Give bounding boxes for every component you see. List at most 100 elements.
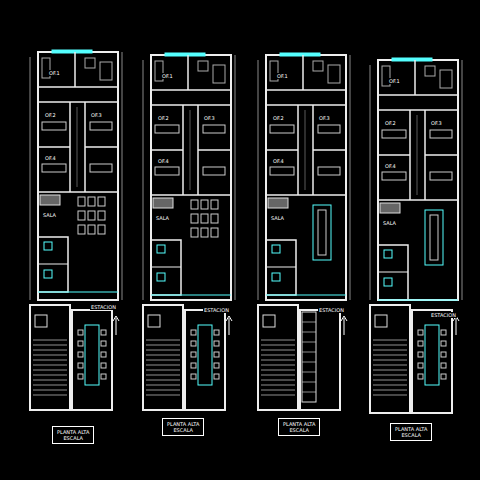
plan-stroke	[146, 355, 180, 356]
plan-stroke	[261, 350, 295, 351]
plan-stroke	[198, 325, 212, 385]
plan-stroke	[151, 240, 181, 295]
plan-stroke	[384, 250, 392, 258]
plan-stroke	[42, 164, 66, 172]
plan-stroke	[370, 305, 410, 413]
plan-stroke	[146, 360, 180, 361]
plan-stroke	[373, 375, 407, 376]
plan-stroke	[341, 316, 347, 321]
plan-stroke	[74, 52, 76, 87]
plan-stroke	[191, 341, 196, 346]
plan-stroke	[382, 130, 406, 138]
plan-stroke	[235, 55, 236, 300]
plan-stroke	[430, 172, 452, 180]
plan-stroke	[380, 203, 400, 213]
plan-stroke	[146, 340, 180, 341]
plan-stroke	[266, 267, 296, 268]
room-label: OF.4	[384, 163, 397, 169]
room-label: OF.3	[318, 115, 331, 121]
plan-stroke	[318, 210, 326, 255]
plan-stroke	[229, 318, 230, 335]
plan-stroke	[425, 210, 443, 265]
plan-stroke	[261, 340, 295, 341]
plan-stroke	[211, 228, 218, 237]
plan-stroke	[378, 245, 408, 300]
plan-stroke	[101, 330, 106, 335]
plan-stroke	[88, 225, 95, 234]
plan-stroke	[268, 198, 288, 208]
room-label: SALA	[382, 220, 397, 226]
plan-stroke	[214, 341, 219, 346]
plan-stroke	[425, 325, 439, 385]
plan-stroke	[146, 385, 180, 386]
plan-stroke	[84, 102, 86, 192]
plan-stroke	[146, 395, 180, 396]
plan-caption: PLANTA ALTAESCALA	[52, 426, 94, 444]
plan-stroke	[201, 214, 208, 223]
plan-stroke	[214, 374, 219, 379]
plan-stroke	[378, 300, 458, 301]
plan-stroke	[425, 66, 435, 76]
plan-stroke	[418, 341, 423, 346]
plan-stroke	[143, 60, 144, 300]
caption-text: ESCALA	[395, 432, 427, 438]
plan-stroke	[85, 146, 118, 148]
plan-stroke	[78, 211, 85, 220]
plan-stroke	[261, 390, 295, 391]
plan-stroke	[33, 390, 67, 391]
plan-stroke	[261, 345, 295, 346]
plan-stroke	[392, 58, 432, 61]
plan-stroke	[191, 374, 196, 379]
plan-stroke	[33, 395, 67, 396]
plan-caption: PLANTA ALTAESCALA	[162, 418, 204, 436]
plan-stroke	[266, 89, 346, 91]
plan-stroke	[72, 310, 112, 410]
plan-stroke	[418, 330, 423, 335]
plan-stroke	[78, 341, 83, 346]
plan-stroke	[44, 242, 52, 250]
plan-stroke	[412, 310, 452, 413]
plan-stroke	[40, 195, 60, 205]
plan-stroke	[187, 55, 189, 90]
plan-stroke	[214, 330, 219, 335]
plan-stroke	[100, 62, 112, 80]
plan-stroke	[98, 211, 105, 220]
plan-stroke	[33, 380, 67, 381]
plan-stroke	[261, 370, 295, 371]
plan-stroke	[42, 122, 66, 130]
plan-stroke	[33, 370, 67, 371]
plan-stroke	[261, 375, 295, 376]
plan-stroke	[30, 305, 70, 410]
plan-stroke	[373, 355, 407, 356]
plan-stroke	[143, 305, 183, 410]
plan-stroke	[272, 273, 280, 281]
plan-stroke	[373, 370, 407, 371]
plan-stroke	[78, 352, 83, 357]
plan-stroke	[203, 125, 225, 133]
room-label: OF.2	[44, 112, 57, 118]
plan-stroke	[302, 362, 316, 363]
plan-stroke	[373, 380, 407, 381]
plan-stroke	[88, 197, 95, 206]
caption-text: PLANTA ALTA	[57, 429, 89, 435]
plan-stroke	[350, 55, 351, 300]
plan-stroke	[313, 205, 331, 260]
plan-stroke	[373, 345, 407, 346]
plan-stroke	[101, 374, 106, 379]
plan-stroke	[302, 342, 316, 343]
plan-stroke	[155, 125, 179, 133]
plan-stroke	[198, 149, 231, 151]
room-label: OF.1	[276, 73, 289, 79]
plan-stroke	[33, 350, 67, 351]
plan-stroke	[30, 57, 31, 300]
plan-stroke	[157, 273, 165, 281]
caption-text: ESCALA	[283, 427, 315, 433]
plan-stroke	[261, 365, 295, 366]
plan-stroke	[191, 352, 196, 357]
plan-stroke	[261, 385, 295, 386]
plan-stroke	[270, 125, 294, 133]
plan-stroke	[38, 264, 68, 265]
plan-stroke	[146, 370, 180, 371]
plan-stroke	[146, 365, 180, 366]
plan-stroke	[266, 149, 298, 151]
